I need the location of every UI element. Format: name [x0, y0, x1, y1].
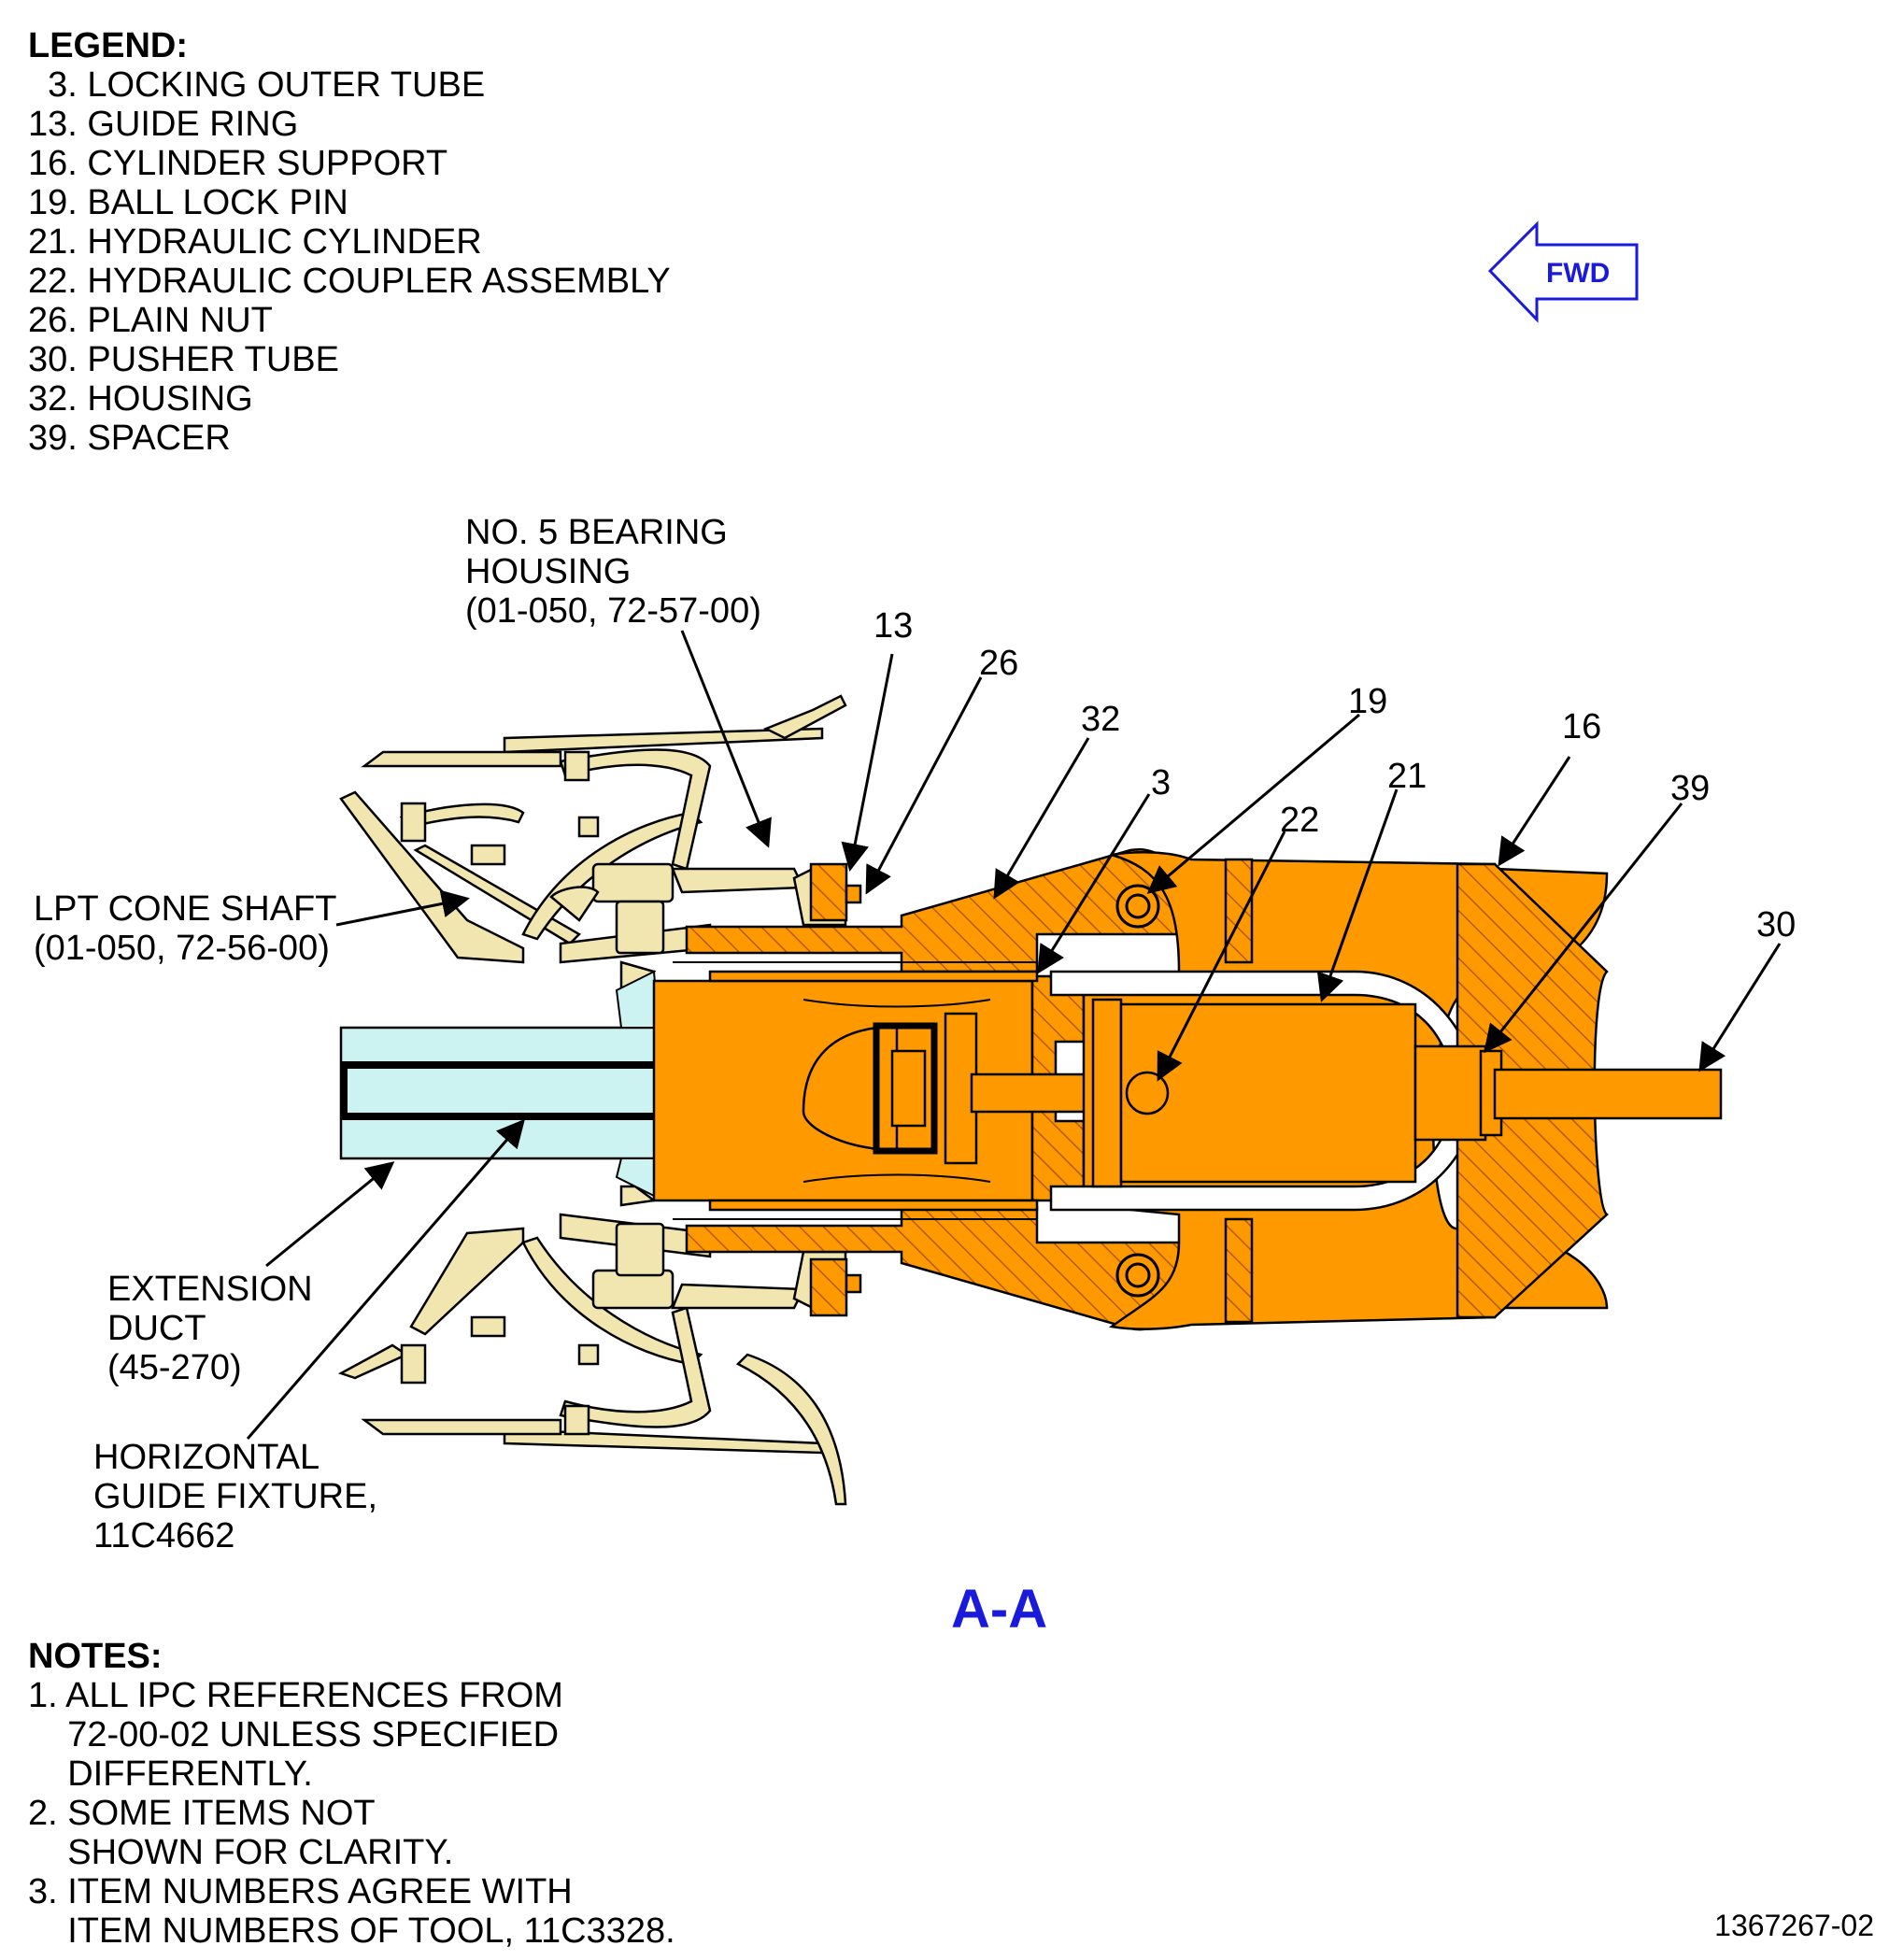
callout-32: 32	[1081, 700, 1120, 739]
extension-duct-label-line2: DUCT	[107, 1309, 206, 1348]
note-line: 72-00-02 UNLESS SPECIFIED	[28, 1715, 560, 1754]
bearing-housing-label-line1: NO. 5 BEARING	[465, 513, 728, 552]
figure-id: 1367267-02	[1714, 1909, 1874, 1942]
leader-lines	[246, 630, 1782, 1440]
callouts: NO. 5 BEARING HOUSING (01-050, 72-57-00)…	[34, 513, 1796, 1640]
callout-39: 39	[1670, 769, 1710, 808]
callout-30: 30	[1756, 905, 1796, 944]
callout-22: 22	[1280, 801, 1319, 840]
extension-duct-label-line1: EXTENSION	[107, 1270, 313, 1309]
lpt-cone-shaft-label-line2: (01-050, 72-56-00)	[34, 929, 330, 968]
note-line: ITEM NUMBERS OF TOOL, 11C3328.	[28, 1911, 675, 1951]
lpt-cone-shaft-label-line1: LPT CONE SHAFT	[34, 889, 336, 929]
guide-fixture-label-line2: GUIDE FIXTURE,	[93, 1477, 377, 1516]
legend-heading: LEGEND:	[28, 26, 188, 65]
fwd-arrow-icon: FWD	[1487, 220, 1639, 323]
legend-item: 22. HYDRAULIC COUPLER ASSEMBLY	[28, 262, 671, 301]
legend-item: 26. PLAIN NUT	[28, 301, 273, 340]
legend-item: 32. HOUSING	[28, 379, 253, 419]
bearing-housing-label-line2: HOUSING	[465, 552, 631, 591]
tool-assembly	[652, 847, 1723, 1331]
section-label: A-A	[951, 1579, 1047, 1640]
callout-16: 16	[1562, 707, 1601, 746]
note-line: 3. ITEM NUMBERS AGREE WITH	[28, 1872, 573, 1911]
legend: LEGEND: 3. LOCKING OUTER TUBE 13. GUIDE …	[28, 26, 671, 458]
legend-item: 30. PUSHER TUBE	[28, 340, 339, 379]
legend-item: 16. CYLINDER SUPPORT	[28, 144, 448, 183]
note-line: 2. SOME ITEMS NOT	[28, 1794, 376, 1833]
bearing-housing-label-line3: (01-050, 72-57-00)	[465, 591, 761, 631]
legend-item: 3. LOCKING OUTER TUBE	[28, 65, 486, 105]
guide-fixture-label-line3: 11C4662	[93, 1516, 234, 1555]
notes-heading: NOTES:	[28, 1637, 163, 1676]
callout-19: 19	[1348, 682, 1387, 721]
note-line: 1. ALL IPC REFERENCES FROM	[28, 1676, 563, 1715]
notes: NOTES: 1. ALL IPC REFERENCES FROM 72-00-…	[28, 1637, 675, 1951]
legend-item: 13. GUIDE RING	[28, 105, 299, 144]
callout-13: 13	[873, 606, 913, 646]
guide-fixture-label-line1: HORIZONTAL	[93, 1438, 320, 1477]
callout-3: 3	[1151, 763, 1171, 802]
note-line: DIFFERENTLY.	[28, 1754, 313, 1794]
extension-duct-label-line3: (45-270)	[107, 1348, 242, 1387]
callout-21: 21	[1387, 757, 1427, 796]
legend-item: 21. HYDRAULIC CYLINDER	[28, 222, 482, 262]
fwd-label: FWD	[1546, 258, 1610, 289]
note-line: SHOWN FOR CLARITY.	[28, 1833, 454, 1872]
legend-item: 19. BALL LOCK PIN	[28, 183, 348, 222]
engine-structure-lower	[337, 1185, 847, 1506]
legend-item: 39. SPACER	[28, 419, 231, 458]
callout-26: 26	[979, 644, 1018, 683]
